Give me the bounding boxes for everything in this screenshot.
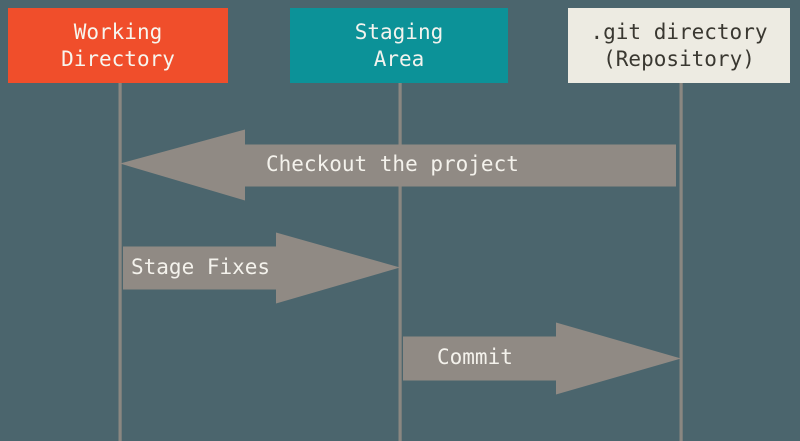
- lifeline-working-directory: [118, 83, 122, 441]
- node-git-directory-line1: .git directory: [590, 19, 768, 44]
- node-staging-area[interactable]: Staging Area: [290, 8, 508, 83]
- node-working-directory-line1: Working: [73, 19, 163, 44]
- arrow-stage-fixes: [123, 232, 400, 304]
- arrow-label-stage-fixes: Stage Fixes: [131, 255, 271, 279]
- node-working-directory[interactable]: Working Directory: [8, 8, 228, 83]
- node-git-directory[interactable]: .git directory (Repository): [568, 8, 790, 83]
- node-staging-area-line1: Staging: [354, 19, 444, 44]
- node-staging-area-line2: Area: [373, 46, 425, 71]
- arrow-label-commit: Commit: [437, 345, 513, 369]
- lifeline-staging-area: [398, 83, 402, 441]
- arrow-checkout-the-project: [120, 129, 676, 201]
- arrow-label-checkout-the-project: Checkout the project: [266, 152, 519, 176]
- node-working-directory-line2: Directory: [61, 46, 175, 71]
- lifeline-git-directory: [679, 83, 683, 441]
- arrow-commit: [403, 322, 681, 395]
- node-git-directory-line2: (Repository): [603, 46, 755, 71]
